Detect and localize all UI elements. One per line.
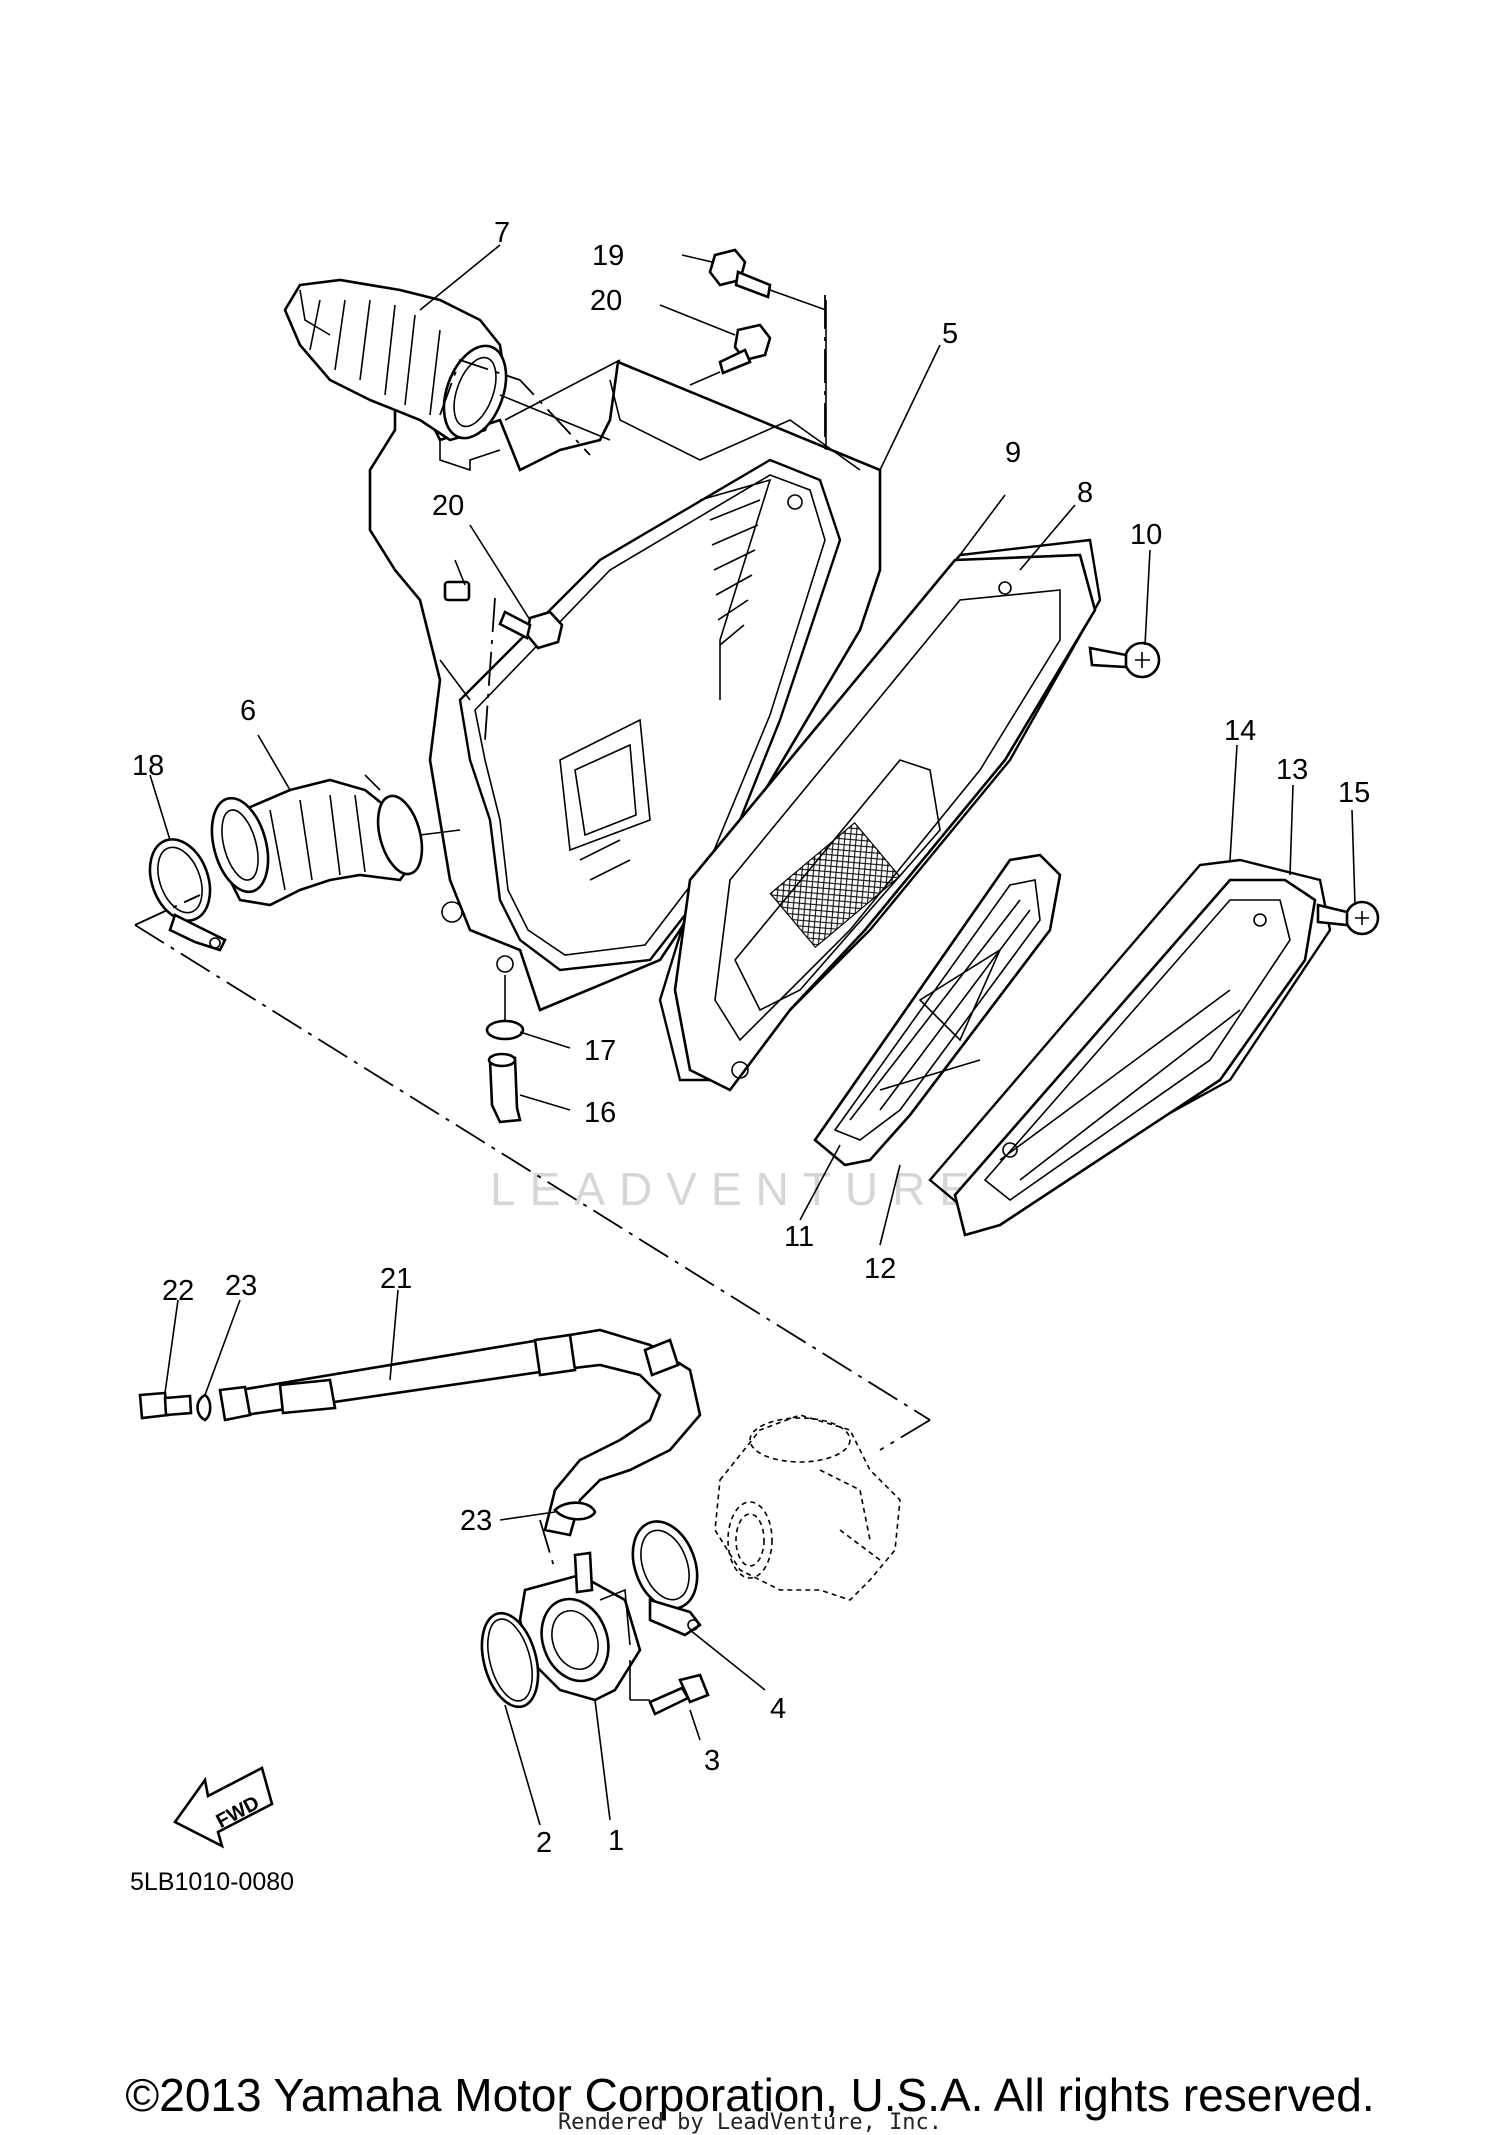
callout-22: 22 (162, 1275, 194, 1307)
screw-10 (1088, 641, 1161, 679)
callout-23-joint: 23 (460, 1505, 492, 1537)
bolt-20-side (498, 610, 564, 650)
callout-numbers: 7 19 20 5 9 8 10 20 6 18 14 13 15 17 16 … (132, 217, 1370, 1859)
clip-23-hose-end (196, 1393, 212, 1422)
callout-20-side: 20 (432, 490, 464, 522)
drain-hose-clip (485, 975, 525, 1041)
callout-16: 16 (584, 1097, 616, 1129)
callout-8: 8 (1077, 477, 1093, 509)
callout-13: 13 (1276, 754, 1308, 786)
diagram-part-code: 5LB1010-0080 (130, 1868, 294, 1896)
drain-hose (487, 1052, 522, 1124)
callout-7: 7 (494, 217, 510, 249)
callout-20-top: 20 (590, 285, 622, 317)
screw-15 (1316, 900, 1380, 936)
carburetor-clamp (631, 1520, 702, 1637)
air-box-case (368, 359, 882, 1012)
hose-clamp (148, 838, 227, 952)
assembly-centerline-upper (134, 894, 931, 1421)
callout-12: 12 (864, 1253, 896, 1285)
clip-23-joint (553, 1501, 597, 1521)
callout-1: 1 (608, 1825, 624, 1857)
intake-duct (283, 278, 611, 442)
callout-4: 4 (770, 1693, 786, 1725)
rendered-by-credit: Rendered by LeadVenture, Inc. (557, 2110, 943, 2135)
copyright-notice: ©2013 Yamaha Motor Corporation, U.S.A. A… (125, 2069, 1375, 2121)
carburetor-outline (714, 1414, 901, 1601)
callout-5: 5 (942, 318, 958, 350)
leader-lines (149, 244, 1356, 1826)
callout-19: 19 (592, 240, 624, 272)
callout-23-hose-end: 23 (225, 1270, 257, 1302)
forward-direction-arrow: FWD (173, 1766, 274, 1849)
bolt-22 (138, 1391, 193, 1420)
air-box-cap-gasket (658, 538, 1102, 1082)
callout-17: 17 (584, 1035, 616, 1067)
air-box-cap (673, 553, 1097, 1092)
breather-hose (218, 1328, 702, 1537)
callout-6: 6 (240, 695, 256, 727)
callout-2: 2 (536, 1827, 552, 1859)
callout-21: 21 (380, 1263, 412, 1295)
watermark: LEADVENTURE (490, 1163, 984, 1215)
callout-14: 14 (1224, 715, 1256, 747)
callout-18: 18 (132, 750, 164, 782)
callout-9: 9 (1005, 437, 1021, 469)
connector-hose (210, 774, 461, 907)
assembly-centerline-lower (539, 1419, 931, 1571)
callout-15: 15 (1338, 777, 1370, 809)
bolt-3 (648, 1673, 710, 1716)
callout-3: 3 (704, 1745, 720, 1777)
filter-element (813, 853, 1062, 1167)
callout-11: 11 (784, 1221, 814, 1253)
callout-10: 10 (1130, 519, 1162, 551)
o-ring (480, 1611, 540, 1709)
bolt-19 (708, 248, 772, 299)
element-cover (953, 878, 1317, 1237)
bolt-20-top (718, 323, 772, 375)
